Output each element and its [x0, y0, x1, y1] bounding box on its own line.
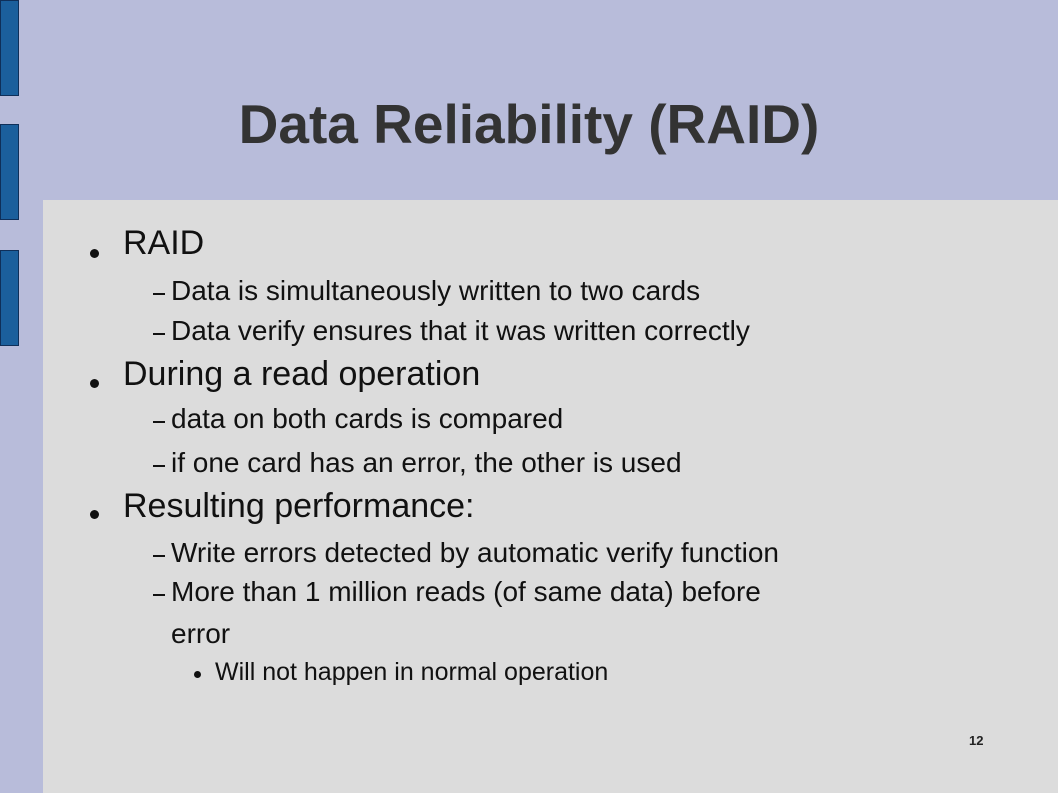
dash-icon [153, 465, 165, 467]
bullet-performance: Resulting performance: [123, 487, 475, 525]
bullet-dot-icon [90, 379, 99, 388]
side-bar-middle [0, 124, 19, 220]
dash-icon [153, 594, 165, 596]
dash-icon [153, 555, 165, 557]
subitem-performance-2-continued: error [171, 618, 231, 649]
bullet-raid: RAID [123, 224, 205, 262]
dash-icon [153, 293, 165, 295]
subitem-raid-2: Data verify ensures that it was written … [171, 315, 750, 346]
content-panel [43, 200, 1058, 793]
subitem-raid-1: Data is simultaneously written to two ca… [171, 275, 701, 306]
subitem-read-1: data on both cards is compared [171, 403, 564, 434]
side-bar-top [0, 0, 19, 96]
dash-icon [153, 333, 165, 335]
bullet-dot-icon [90, 510, 99, 519]
bullet-dot-icon [90, 249, 99, 258]
subitem-performance-1: Write errors detected by automatic verif… [171, 537, 779, 568]
subsubitem-normal-operation: Will not happen in normal operation [215, 658, 609, 686]
bullet-dot-icon [194, 671, 201, 678]
side-bar-bottom [0, 250, 19, 346]
page-number: 12 [969, 733, 984, 748]
bullet-read-operation: During a read operation [123, 355, 481, 393]
subitem-read-2: if one card has an error, the other is u… [171, 447, 682, 478]
subitem-performance-2: More than 1 million reads (of same data)… [171, 576, 761, 607]
dash-icon [153, 421, 165, 423]
slide-title: Data Reliability (RAID) [238, 93, 820, 155]
